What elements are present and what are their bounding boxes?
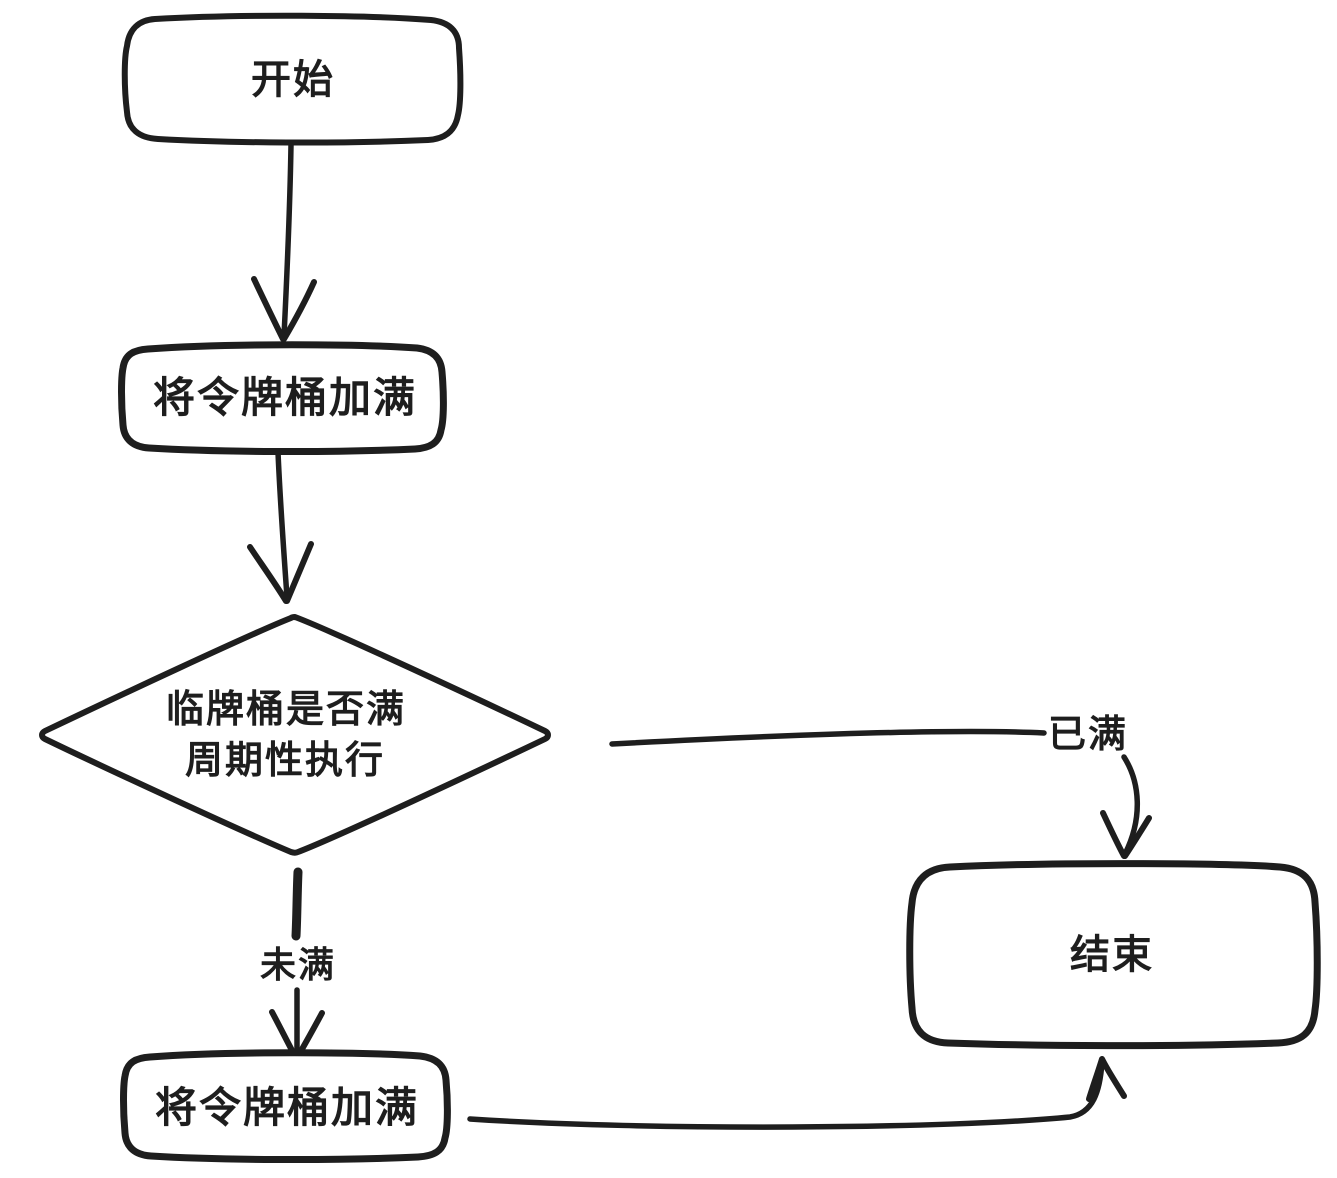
edge-decision-to-end-line: [609, 728, 1047, 747]
node-bucket-full-decision-label-line2: 周期性执行: [185, 738, 385, 782]
arrow-down-icon: [1100, 810, 1152, 859]
arrow-up-icon: [1086, 1056, 1127, 1102]
node-start-shape: [121, 12, 464, 146]
node-end-shape: [906, 860, 1321, 1050]
node-fill-token-bucket-label: 将令牌桶加满: [153, 373, 417, 422]
edge-refill-to-end: [467, 1056, 1127, 1130]
node-bucket-full-decision-label-line1: 临牌桶是否满: [166, 687, 406, 731]
edge-decision-to-refill: 未满: [260, 867, 336, 1061]
node-refill-token-bucket-shape: [120, 1049, 451, 1164]
node-refill-token-bucket-label: 将令牌桶加满: [155, 1083, 419, 1132]
arrow-down-icon: [247, 541, 314, 604]
edge-decision-to-refill-stub: [291, 867, 303, 941]
edge-label-full: 已满: [1048, 712, 1128, 756]
node-bucket-full-decision: 临牌桶是否满 周期性执行: [39, 614, 551, 856]
node-start: 开始: [121, 12, 464, 146]
edge-decision-to-end: 已满: [609, 712, 1152, 859]
node-start-label: 开始: [251, 57, 335, 103]
edge-fill-to-decision: [247, 449, 314, 604]
edge-refill-to-end-line: [467, 1059, 1105, 1130]
edge-fill-to-decision-line: [275, 449, 290, 600]
edge-start-to-fill-line: [281, 142, 294, 339]
node-end: 结束: [906, 860, 1321, 1050]
node-bucket-full-decision-shape: [39, 614, 551, 856]
edge-decision-to-end-curve: [1121, 754, 1141, 857]
node-fill-token-bucket-shape: [118, 341, 447, 456]
edge-label-not-full: 未满: [260, 945, 336, 986]
node-fill-token-bucket: 将令牌桶加满: [118, 341, 447, 456]
node-refill-token-bucket: 将令牌桶加满: [120, 1049, 451, 1164]
node-end-label: 结束: [1070, 932, 1154, 978]
arrow-down-icon: [251, 276, 317, 342]
edge-start-to-fill: [251, 142, 317, 342]
